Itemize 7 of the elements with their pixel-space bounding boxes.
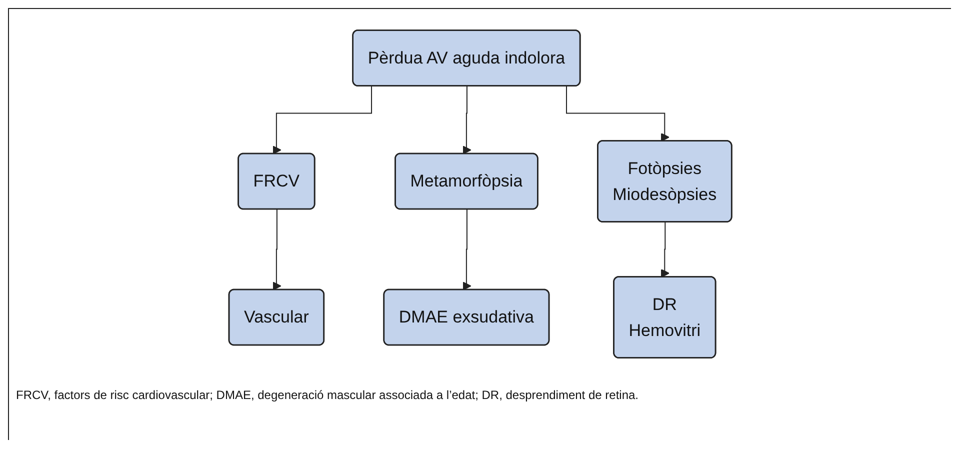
arrow xyxy=(462,86,471,154)
arrow xyxy=(272,209,281,290)
caption: FRCV, factors de risc cardiovascular; DMAE, degeneració mascular associada a l’edat; DR, desprendiment de retina. xyxy=(16,388,639,402)
arrow xyxy=(660,222,670,278)
arrow xyxy=(272,86,372,154)
arrow xyxy=(566,86,670,142)
arrow xyxy=(462,209,471,290)
